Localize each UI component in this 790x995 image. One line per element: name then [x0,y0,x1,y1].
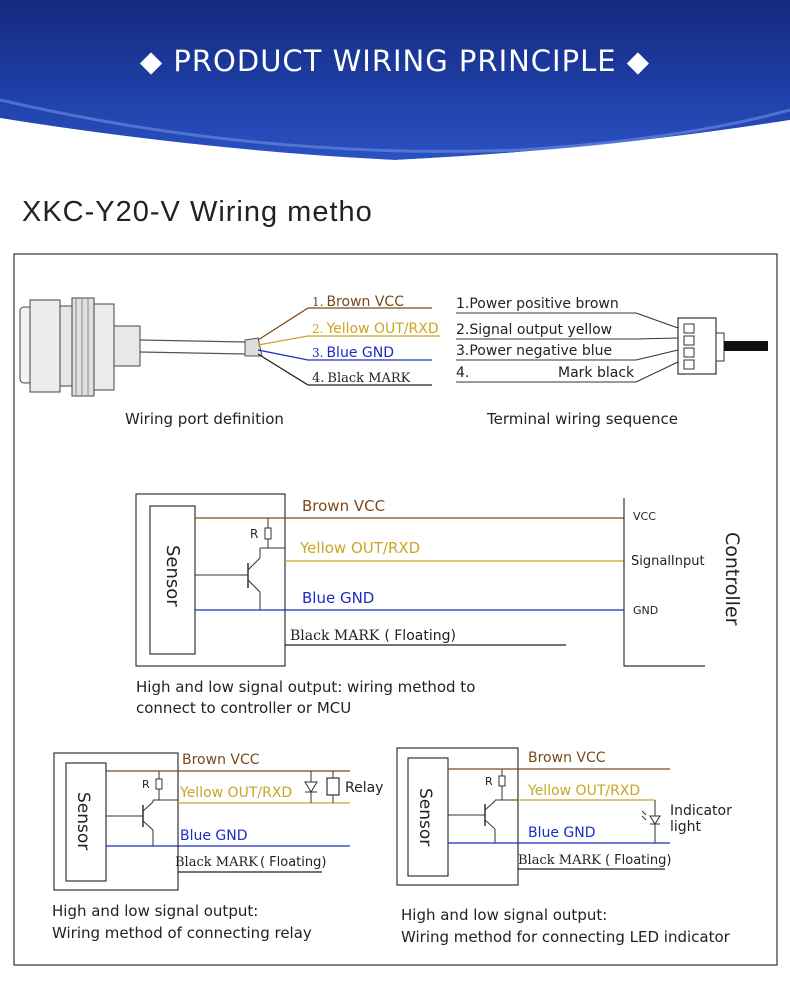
ctrl-vcc-label: VCC [633,510,656,523]
ctrl-label-blue: Blue GND [302,589,374,607]
banner-background [0,0,790,160]
ctrl-caption-2: connect to controller or MCU [136,699,351,717]
sensor-drawing [19,297,263,397]
relay-label-black: Black MARK( Floating) [175,855,326,870]
banner-title: ◆ PRODUCT WIRING PRINCIPLE ◆ [139,44,651,78]
controller-resistor-label: R [250,527,258,541]
top-wire-black [257,353,432,386]
caption-wiring-port: Wiring port definition [125,410,284,428]
led-resistor-label: R [485,775,493,788]
led-label-blue: Blue GND [528,825,596,841]
relay-sensor-label: Sensor [73,792,93,850]
banner: ◆ PRODUCT WIRING PRINCIPLE ◆ [0,0,790,160]
top-wire-brown [257,307,432,341]
caption-terminal-sequence: Terminal wiring sequence [486,410,678,428]
top-label-black: 4.Black MARK [312,371,411,386]
diagram-frame [13,253,778,966]
led-sensor-label: Sensor [415,788,435,846]
top-label-yellow: 2.Yellow OUT/RXD [312,321,439,337]
relay-caption-2: Wiring method of connecting relay [52,924,312,942]
ctrl-gnd-label: GND [633,604,658,617]
relay-label-yellow: Yellow OUT/RXD [179,785,292,801]
led-indicator-label-1: Indicator [670,803,732,819]
led-diagram: Sensor R Brown VCC Yellow OUT/RXD Blue G… [396,747,732,886]
led-label-black: Black MARK( Floating) [518,853,671,868]
led-label-brown: Brown VCC [528,750,606,766]
relay-label-blue: Blue GND [180,828,248,844]
ctrl-caption-1: High and low signal output: wiring metho… [136,678,475,696]
terminal-line-3: 3.Power negative blue [456,343,612,359]
relay-resistor-label: R [142,778,150,791]
led-label-yellow: Yellow OUT/RXD [527,783,640,799]
relay-diagram: Sensor R Brown VCC Yellow OUT/RXD Blue G… [53,752,383,891]
top-label-brown: 1.Brown VCC [312,294,404,310]
led-caption-2: Wiring method for connecting LED indicat… [401,928,731,946]
controller-diagram: Sensor R Brown VCC Yellow OUT/RXD Blue G… [135,493,743,667]
section-title: XKC-Y20-V Wiring metho [22,196,373,228]
relay-label-brown: Brown VCC [182,752,260,768]
led-caption-1: High and low signal output: [401,906,607,924]
ctrl-label-yellow: Yellow OUT/RXD [299,539,420,557]
relay-label: Relay [345,780,383,796]
controller-label: Controller [721,532,743,626]
terminal-line-2: 2.Signal output yellow [456,322,612,338]
ctrl-label-brown: Brown VCC [302,497,385,515]
relay-coil [326,777,340,796]
led-indicator-label-2: light [670,819,702,835]
ctrl-signal-label: SignalInput [631,554,705,569]
terminal-line-4-mark: Mark black [558,365,635,381]
ctrl-label-black: Black MARK( Floating) [290,628,456,644]
top-wire-yellow [257,335,440,346]
controller-sensor-label: Sensor [162,545,183,607]
terminal-line-1: 1.Power positive brown [456,296,619,312]
top-wire-blue [257,349,432,361]
terminal-line-4: 4. [456,365,469,381]
top-label-blue: 3.Blue GND [312,345,394,361]
terminal-sequence: 1.Power positive brown 2.Signal output y… [456,296,768,383]
relay-caption-1: High and low signal output: [52,902,258,920]
